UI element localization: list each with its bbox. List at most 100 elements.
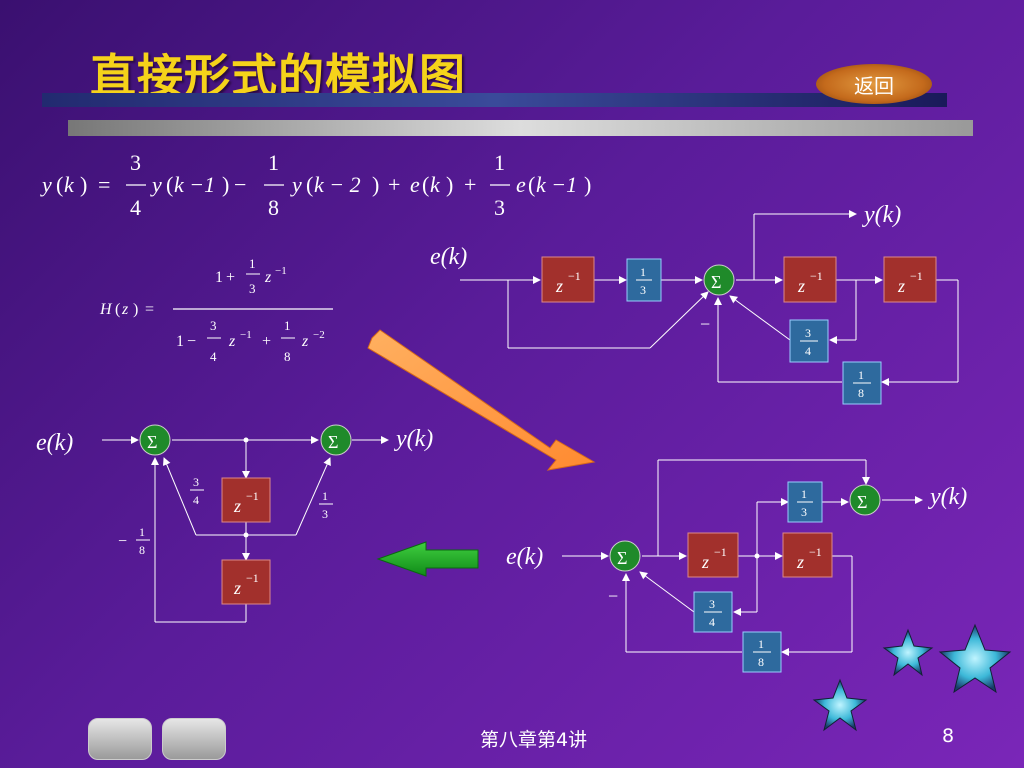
svg-text:4: 4	[130, 195, 141, 220]
svg-text:+: +	[226, 269, 235, 286]
delay-block	[221, 477, 271, 523]
svg-text:Σ: Σ	[147, 432, 157, 452]
back-button[interactable]: 返回	[816, 64, 932, 104]
svg-text:3: 3	[805, 326, 811, 340]
svg-text:z: z	[228, 333, 236, 350]
svg-text:−1: −1	[246, 571, 259, 585]
svg-text:): )	[372, 172, 379, 197]
svg-text:y(k): y(k)	[394, 426, 433, 452]
svg-text:z: z	[121, 301, 129, 318]
svg-text:k − 2: k − 2	[314, 172, 361, 197]
svg-text:−1: −1	[910, 269, 923, 283]
summer	[139, 424, 171, 456]
svg-text:z: z	[233, 496, 241, 516]
svg-text:Σ: Σ	[328, 432, 338, 452]
svg-text:+: +	[262, 333, 271, 350]
svg-text:1: 1	[284, 318, 291, 333]
delay-block	[221, 559, 271, 605]
svg-text:z: z	[555, 276, 563, 296]
svg-text:1: 1	[758, 637, 764, 651]
nav-prev-button[interactable]	[88, 718, 152, 760]
svg-text:4: 4	[193, 493, 199, 507]
svg-text:z: z	[797, 276, 805, 296]
svg-text:(: (	[528, 172, 535, 197]
svg-text:4: 4	[210, 349, 217, 364]
svg-text:(: (	[115, 301, 120, 318]
nav-next-button[interactable]	[162, 718, 226, 760]
svg-text:k: k	[64, 172, 75, 197]
svg-text:Σ: Σ	[617, 548, 627, 568]
summer	[609, 540, 641, 572]
svg-text:3: 3	[249, 281, 256, 296]
svg-text:1: 1	[215, 269, 223, 286]
delay-block	[782, 532, 833, 578]
diagram-1-blocks: z −1 1 3 Σ z −1 z −1 3 4 1 8 − e(k) y(k)	[430, 202, 937, 405]
delay-block	[783, 256, 837, 303]
svg-text:+: +	[388, 172, 400, 197]
svg-text:z: z	[796, 552, 804, 572]
svg-text:−: −	[234, 172, 246, 197]
svg-text:k −1: k −1	[174, 172, 215, 197]
coef-block-3-4	[693, 591, 733, 633]
svg-text:1: 1	[249, 256, 256, 271]
diagram-direct-form-3	[562, 459, 923, 656]
svg-text:e: e	[410, 172, 420, 197]
svg-text:−1: −1	[714, 545, 727, 559]
page-number: 8	[942, 725, 955, 747]
star-icon	[812, 678, 868, 732]
svg-text:4: 4	[805, 344, 811, 358]
svg-text:3: 3	[801, 505, 807, 519]
svg-text:y: y	[150, 172, 162, 197]
svg-text:3: 3	[210, 318, 217, 333]
svg-text:−1: −1	[568, 269, 581, 283]
diagram-3-blocks: Σ Σ z −1 z −1 1 3 3 4 1 8 − e(k) y(k)	[506, 481, 967, 673]
svg-text:(: (	[166, 172, 173, 197]
title-underline-bar	[42, 93, 947, 107]
svg-text:z: z	[233, 578, 241, 598]
svg-text:1: 1	[322, 489, 328, 503]
svg-text:1: 1	[640, 265, 646, 279]
svg-text:3: 3	[193, 475, 199, 489]
svg-text:=: =	[145, 301, 154, 318]
svg-text:−1: −1	[246, 489, 259, 503]
svg-text:=: =	[98, 172, 110, 197]
delay-block	[883, 256, 937, 303]
green-back-arrow	[376, 541, 479, 577]
svg-text:e(k): e(k)	[430, 244, 467, 270]
summer	[849, 484, 881, 516]
svg-text:y: y	[40, 172, 52, 197]
svg-text:3: 3	[640, 283, 646, 297]
transfer-function: H ( z ) = 1 + 1 3 z −1 1 − 3 4 z −1 + 1 …	[99, 256, 333, 364]
svg-text:3: 3	[322, 507, 328, 521]
footer-chapter: 第八章第4讲	[480, 729, 588, 751]
svg-text:z: z	[897, 276, 905, 296]
svg-text:y(k): y(k)	[862, 202, 901, 228]
svg-text:1: 1	[139, 525, 145, 539]
svg-text:1: 1	[268, 150, 279, 175]
svg-text:8: 8	[268, 195, 279, 220]
svg-text:): )	[222, 172, 229, 197]
svg-text:): )	[446, 172, 453, 197]
svg-text:1: 1	[858, 368, 864, 382]
svg-text:8: 8	[858, 386, 864, 400]
delay-block	[541, 256, 595, 303]
svg-text:4: 4	[709, 615, 715, 629]
svg-text:−1: −1	[810, 269, 823, 283]
svg-text:): )	[584, 172, 591, 197]
svg-text:1: 1	[801, 487, 807, 501]
svg-text:e: e	[516, 172, 526, 197]
svg-text:3: 3	[494, 195, 505, 220]
svg-text:−2: −2	[313, 329, 325, 341]
svg-text:−: −	[118, 533, 127, 550]
svg-text:k: k	[430, 172, 441, 197]
svg-text:z: z	[701, 552, 709, 572]
svg-text:8: 8	[284, 349, 291, 364]
svg-text:−: −	[187, 333, 196, 350]
summer	[703, 264, 735, 296]
orange-transform-arrow	[367, 329, 596, 471]
svg-text:(: (	[56, 172, 63, 197]
star-icon	[938, 623, 1012, 694]
svg-text:k −1: k −1	[536, 172, 577, 197]
diagram-2-blocks: Σ Σ z −1 z −1 3 4 1 3 − 1 8 e(k) y(k)	[36, 424, 433, 605]
silver-divider-bar	[68, 120, 973, 136]
